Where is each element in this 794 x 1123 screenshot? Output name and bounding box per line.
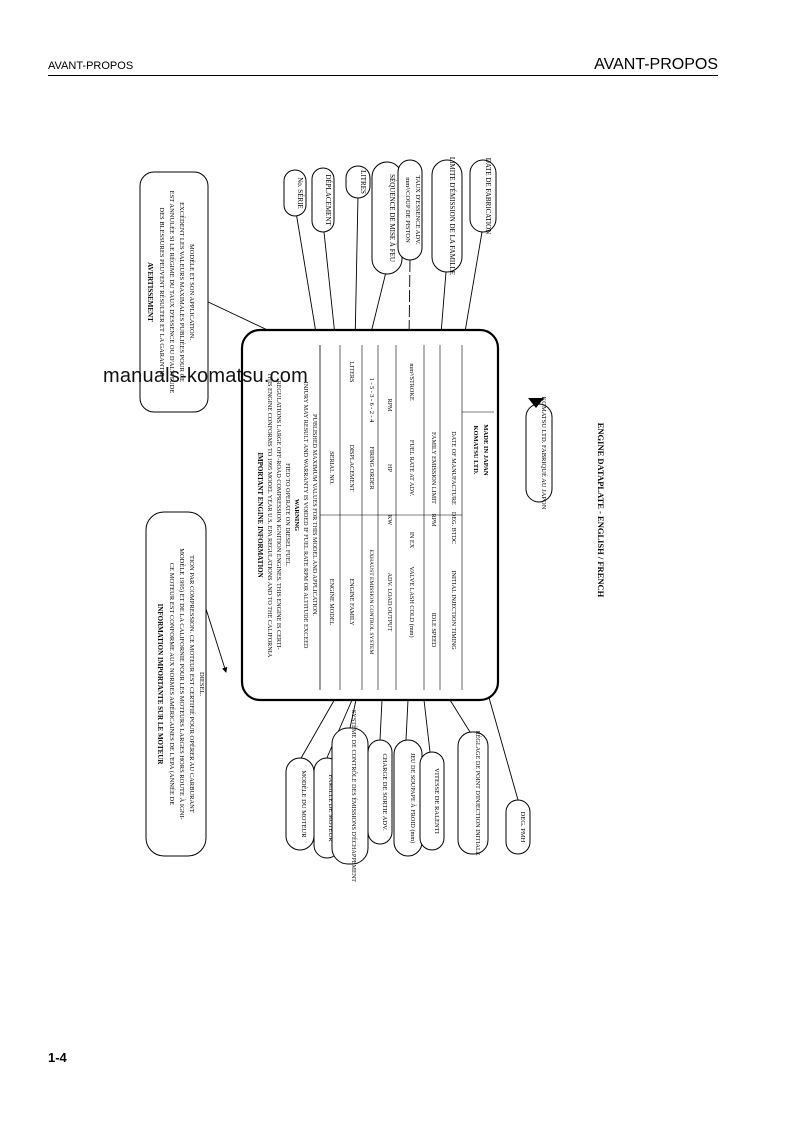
leader-line — [321, 699, 353, 766]
plate-title: IMPORTANT ENGINE INFORMATION — [256, 452, 264, 577]
note-warning-line: EXCÈDENT LES VALEURS MAXIMALES PUBLIÉES … — [178, 202, 186, 382]
note-info-line: TION PAR COMPRESSION. CE MOTEUR EST CERT… — [188, 555, 196, 813]
note-warning-line: MODÈLE ET SON APPLICATION. — [188, 244, 196, 340]
callout-bottom-label: VITESSE DE RALENTI — [433, 768, 440, 834]
plate-cell: IDLE SPEED — [430, 613, 437, 648]
callout-top-label: DATE DE FABRICATION — [484, 158, 492, 234]
leader-line — [346, 699, 357, 733]
header-right-title: AVANT-PROPOS — [594, 56, 718, 73]
plate-cell: ADV. LOAD OUTPUT — [386, 573, 393, 632]
plate-cell: VALVE LASH COLD (mm) — [408, 567, 415, 638]
plate-cell: LITERS — [348, 362, 355, 384]
plate-warning-line: INJURY MAY RESULT AND WARRANTY IS VOIDED… — [302, 382, 309, 649]
note-warning-line: DES BLESSURES PEUVENT RÉSULTER ET LA GAR… — [158, 207, 166, 376]
leader-line — [295, 211, 320, 346]
callout-top-label: LITRES — [359, 170, 367, 194]
plate-warning-title: WARNING — [293, 499, 300, 531]
plate-cell: ENGINE MODEL — [328, 579, 335, 626]
plate-cell: FAMILY EMISSION LIMIT — [430, 432, 437, 504]
callout-top-label: LIMITE D'ÉMISSION DE LA FAMILLE — [448, 157, 456, 275]
leader-line — [323, 231, 339, 346]
note-info-line: CE MOTEUR EST CONFORME AUX NORMES AMÉRIC… — [168, 563, 176, 805]
plate-cell: RPM — [386, 398, 393, 412]
callout-top-label: mm³/COUP DE PISTON — [404, 177, 411, 243]
callout-bottom-label: DEG. PMH — [519, 812, 526, 843]
plate-cell: DISPLACEMENT — [348, 444, 355, 491]
note-warning-title: AVERTISSEMENT — [146, 262, 154, 322]
note-warning-line: EST ANNULÉE SI LE RÉGIME DU TAUX D'ESSEN… — [168, 191, 176, 394]
header-rule — [48, 75, 718, 76]
plate-cell: HP — [386, 464, 393, 472]
engine-plate: IMPORTANT ENGINE INFORMATION THIS ENGINE… — [240, 328, 500, 702]
note-info-line: MODÈLE 1995) ET DE LA CALIFORNIE POUR LE… — [178, 548, 186, 820]
leader-line — [352, 194, 359, 346]
note-info-fr: INFORMATION IMPORTANTE SUR LE MOTEUR CE … — [145, 511, 207, 857]
callout-bottom-label: CHARGE DE SORTIE ADV. — [381, 753, 388, 831]
callout-bottom-label: MODÈLE DU MOTEUR — [300, 770, 308, 838]
plate-cell: FIRING ORDER — [368, 446, 375, 490]
plate-cell: DEG. BTDC — [450, 512, 457, 544]
plate-cell: INITIAL INJECTION TIMING — [450, 570, 457, 650]
callout-bottom-label: JEU DE SOUPAPE À FROID (mm) — [409, 753, 417, 843]
callout-bottom-label: SYSTÈME DE CONTRÔLE DES ÉMISSIONS D'ÉCHA… — [350, 710, 358, 882]
leader-line — [449, 699, 475, 738]
leader-line — [403, 699, 409, 745]
callouts-bottom: MODÈLE DU MOTEUR FAMILLE DE MOTEUR SYSTÈ… — [285, 710, 531, 882]
header-left-title: AVANT-PROPOS — [48, 60, 134, 72]
callout-top-label: No. SÉRIE — [296, 177, 304, 209]
plate-cell: EXHAUST EMISSION CONTROL SYSTEM — [368, 550, 374, 655]
plate-cell: DATE OF MANUFACTURE — [450, 431, 457, 505]
leader-line — [295, 689, 341, 766]
plate-cell: ENGINE FAMILY — [348, 578, 355, 626]
plate-maker-callout: KOMATSU LTD. FABRIQUÉ AU JAPON — [525, 397, 553, 510]
callout-bottom-label: RÉGLAGE DE POINT D'INJECTION INITIALE — [474, 730, 482, 855]
plate-intro-line: THIS ENGINE CONFORMS TO 1995 MODEL YEAR … — [266, 373, 273, 658]
page-number: 1-4 — [48, 1050, 67, 1065]
note-info-title: INFORMATION IMPORTANTE SUR LE MOTEUR — [156, 604, 164, 766]
plate-cell: RPM — [430, 513, 437, 527]
plate-cell: KW — [386, 515, 393, 525]
plate-cell: 1 - 5 - 3 - 6 - 2 - 4 — [368, 378, 375, 422]
callouts-top: No. SÉRIE DÉPLACEMENT LITRES SÉQUENCE DE… — [283, 157, 497, 275]
leader-line — [377, 699, 383, 745]
plate-maker: KOMATSU LTD. — [472, 425, 479, 474]
plate-cell: mm³/STROKE — [408, 363, 415, 400]
plate-intro-line: REGULATIONS LARGE OFF-ROAD COMPRESSION I… — [275, 380, 282, 649]
leader-line — [423, 699, 434, 757]
watermark: manuals-komatsu.com — [103, 365, 308, 387]
plate-cell: IN EX — [408, 532, 415, 549]
plate-intro-line: FIED TO OPERATE ON DIESEL FUEL. — [284, 463, 291, 567]
plate-cell: SERIAL NO. — [328, 451, 335, 485]
callout-top-label: DÉPLACEMENT — [324, 174, 332, 226]
plate-maker-label: KOMATSU LTD. FABRIQUÉ AU JAPON — [540, 397, 548, 510]
callout-bottom-label: FAMILLE DE MOTEUR — [327, 774, 334, 842]
figure-caption: ENGINE DATAPLATE - ENGLISH / FRENCH — [596, 423, 606, 598]
plate-made-in: MADE IN JAPAN — [482, 424, 489, 475]
callout-top-label: TAUX D'ESSENCE ADV. — [414, 175, 421, 245]
note-warning-fr: AVERTISSEMENT DES BLESSURES PEUVENT RÉSU… — [139, 171, 209, 413]
plate-warning-line: PUBLISHED MAXIMUM VALUES FOR THIS MODEL … — [311, 414, 318, 616]
note-info-line: DIESEL. — [198, 672, 205, 696]
callout-top-label: SÉQUENCE DE MISE À FEU — [388, 174, 396, 262]
plate-cell: FUEL RATE AT ADV. — [408, 440, 415, 497]
